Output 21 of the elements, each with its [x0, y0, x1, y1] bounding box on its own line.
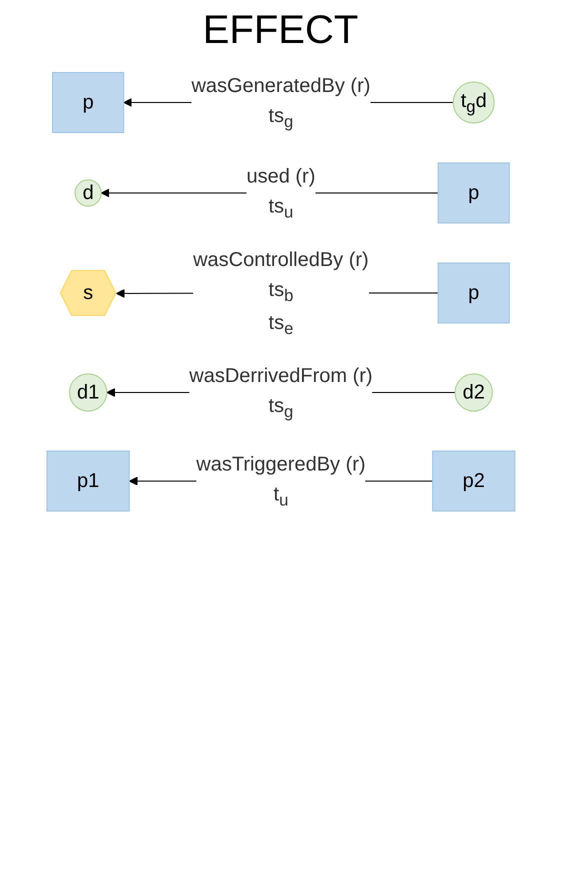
label: ts$_{g}$	[268, 105, 293, 131]
edge-label: used (r)	[246, 165, 315, 188]
edge-label: wasGeneratedBy (r)	[191, 75, 370, 97]
node-circle: d1	[68, 373, 107, 412]
node-circle: d2	[454, 373, 492, 412]
node-box: p	[437, 162, 510, 224]
label: ts$_{b}$	[268, 278, 293, 305]
label: ts$_{g}$	[268, 394, 293, 421]
node-box: p1	[46, 450, 130, 512]
node-box: p	[437, 262, 510, 324]
edge-label: wasTriggeredBy (r)	[196, 454, 366, 476]
edge-label: wasDerrivedFrom (r)	[188, 364, 372, 387]
node-circle: t$_{g}$d	[452, 82, 494, 124]
label: t$_{u}$	[273, 484, 288, 510]
node-circle: d	[74, 179, 102, 207]
diagram-title: EFFECT	[202, 8, 360, 53]
label: ts$_{e}$	[268, 312, 293, 338]
edge-label: wasControlledBy (r)	[192, 248, 368, 271]
node-box: p2	[432, 450, 515, 512]
node-box: p	[52, 72, 124, 133]
label: ts$_{u}$	[268, 195, 293, 222]
